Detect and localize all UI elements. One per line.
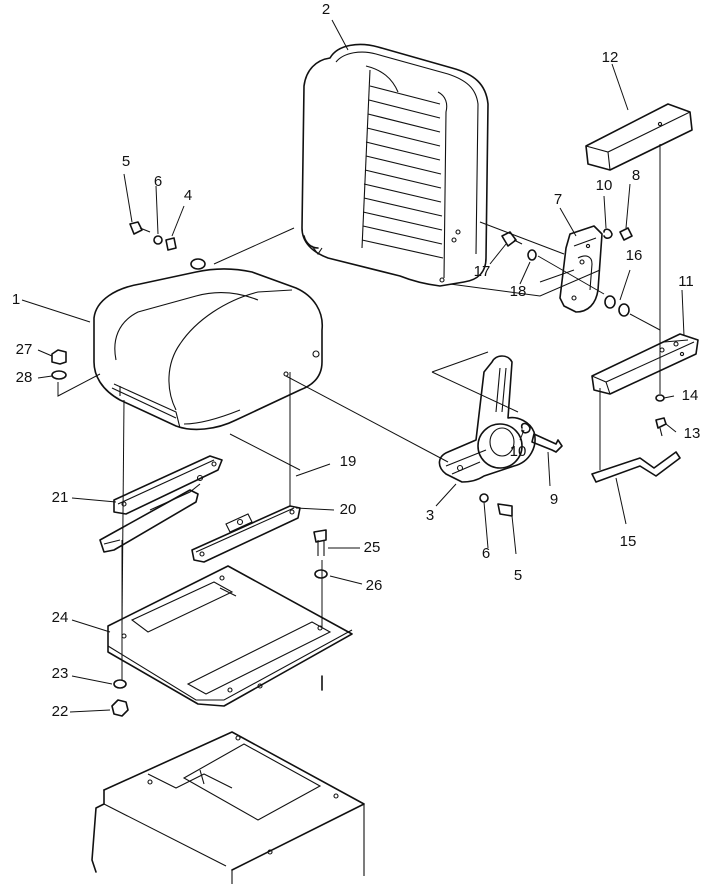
callout-10-upper: 10 bbox=[596, 177, 613, 194]
callout-4: 4 bbox=[184, 187, 192, 204]
callout-28: 28 bbox=[16, 369, 33, 386]
callout-26: 26 bbox=[366, 577, 383, 594]
callout-9: 9 bbox=[550, 491, 558, 508]
back-bracket bbox=[559, 225, 603, 313]
seat-base-plate bbox=[107, 565, 353, 707]
mounting-frame bbox=[91, 675, 365, 884]
callout-10-lower: 10 bbox=[510, 443, 527, 460]
seat-back bbox=[301, 43, 489, 287]
callout-16: 16 bbox=[626, 247, 643, 264]
callout-2: 2 bbox=[322, 1, 330, 18]
callout-15: 15 bbox=[620, 533, 637, 550]
callout-13: 13 bbox=[684, 425, 701, 442]
seat-cushion bbox=[93, 268, 323, 431]
callout-3: 3 bbox=[426, 507, 434, 524]
recline-arm bbox=[438, 355, 536, 483]
callout-5-lower: 5 bbox=[514, 567, 522, 584]
callout-18: 18 bbox=[510, 283, 527, 300]
callout-24: 24 bbox=[52, 609, 69, 626]
seat-back-ribs bbox=[361, 85, 444, 259]
callout-7: 7 bbox=[554, 191, 562, 208]
callout-27: 27 bbox=[16, 341, 33, 358]
callout-1: 1 bbox=[12, 291, 20, 308]
callout-20: 20 bbox=[340, 501, 357, 518]
callout-8: 8 bbox=[632, 167, 640, 184]
slide-rail-right bbox=[191, 505, 301, 563]
callout-22: 22 bbox=[52, 703, 69, 720]
callout-25: 25 bbox=[364, 539, 381, 556]
callout-5-top: 5 bbox=[122, 153, 130, 170]
callout-12: 12 bbox=[602, 49, 619, 66]
fasteners bbox=[51, 221, 667, 717]
armrest-bracket bbox=[591, 333, 699, 395]
callout-19: 19 bbox=[340, 453, 357, 470]
lever bbox=[591, 451, 681, 483]
callout-labels: 1 2 3 4 5 5 6 6 7 8 9 10 10 11 12 13 14 … bbox=[12, 1, 701, 720]
callout-6-lower: 6 bbox=[482, 545, 490, 562]
callout-pointers bbox=[21, 19, 685, 713]
callout-23: 23 bbox=[52, 665, 69, 682]
slide-rail-left bbox=[99, 455, 223, 553]
assembly-leaders bbox=[57, 144, 661, 680]
callout-14: 14 bbox=[682, 387, 699, 404]
callout-17: 17 bbox=[474, 263, 491, 280]
armrest bbox=[585, 103, 693, 171]
callout-21: 21 bbox=[52, 489, 69, 506]
callout-6-top: 6 bbox=[154, 173, 162, 190]
callout-11: 11 bbox=[678, 273, 694, 290]
